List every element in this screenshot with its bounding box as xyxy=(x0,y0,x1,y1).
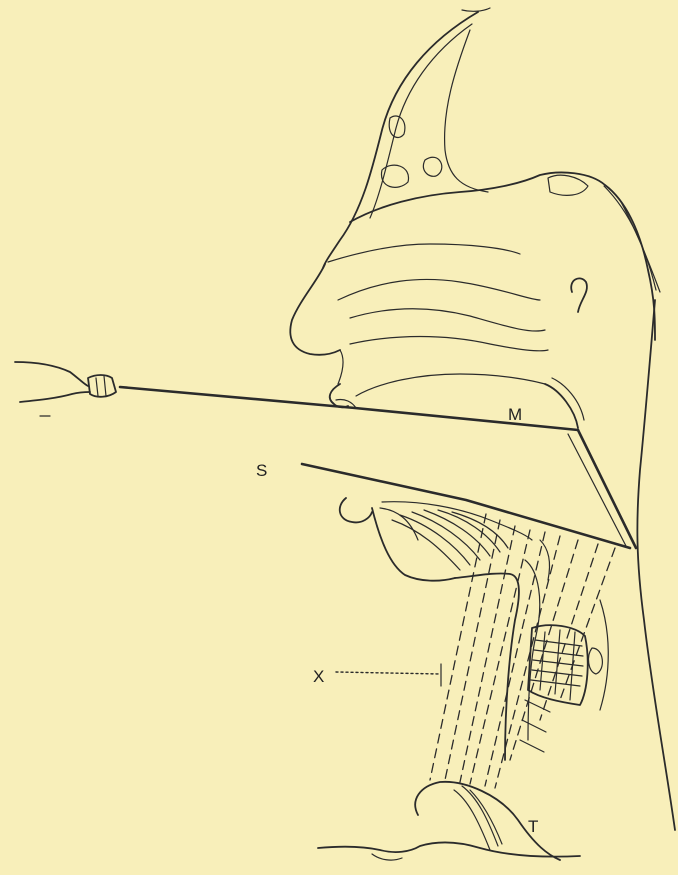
object-t xyxy=(318,782,580,860)
label-x: X xyxy=(313,667,324,686)
skull-outline xyxy=(323,8,490,268)
label-m: M xyxy=(508,405,522,424)
label-s: S xyxy=(256,461,267,480)
neck-outline xyxy=(637,300,675,830)
tongue-larynx xyxy=(340,498,550,760)
cranial-base xyxy=(350,172,660,340)
x-pointer xyxy=(336,664,441,686)
nose xyxy=(290,264,343,384)
nasal-turbinates xyxy=(328,244,587,351)
spatula-s xyxy=(302,464,630,548)
instrument-handle xyxy=(15,362,116,416)
mirror-m xyxy=(120,387,636,548)
lips xyxy=(330,384,356,408)
label-t: T xyxy=(528,817,538,836)
cartilage xyxy=(520,600,608,752)
